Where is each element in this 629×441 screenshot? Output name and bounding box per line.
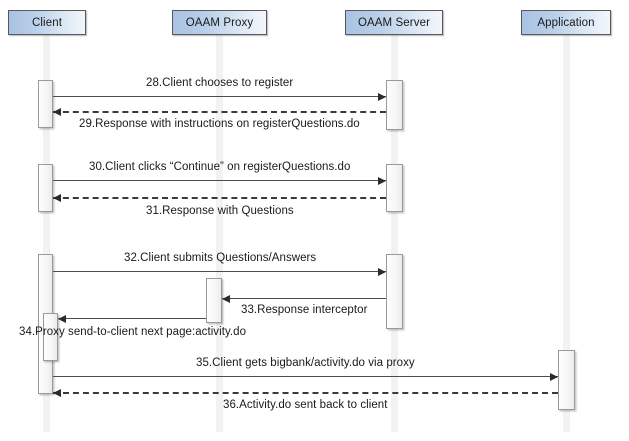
- activation-bar-client: [38, 80, 53, 128]
- message-label-29: 29.Response with instructions on registe…: [79, 118, 360, 130]
- arrowhead-29: [53, 108, 61, 116]
- message-line-32: [53, 271, 386, 272]
- message-line-30: [53, 180, 386, 181]
- activation-bar-oaam_server: [386, 164, 403, 212]
- message-line-29: [53, 111, 386, 113]
- participant-label-client: Client: [31, 16, 62, 29]
- participant-label-application: Application: [537, 16, 595, 29]
- message-line-31: [53, 197, 386, 199]
- participant-application[interactable]: Application: [521, 10, 611, 35]
- participant-oaam_proxy[interactable]: OAAM Proxy: [172, 10, 267, 35]
- arrowhead-30: [378, 177, 386, 185]
- arrowhead-31: [53, 194, 61, 202]
- message-label-31: 31.Response with Questions: [146, 205, 294, 217]
- arrowhead-33: [222, 295, 230, 303]
- activation-bar-client: [38, 164, 53, 212]
- lifeline-oaam_server: [391, 34, 398, 432]
- lifeline-oaam_proxy: [216, 34, 223, 432]
- participant-client[interactable]: Client: [8, 10, 86, 35]
- lifeline-application: [563, 34, 570, 432]
- participant-label-oaam_proxy: OAAM Proxy: [185, 16, 254, 29]
- arrowhead-36: [53, 389, 61, 397]
- arrowhead-28: [378, 93, 386, 101]
- participant-label-oaam_server: OAAM Server: [357, 16, 431, 29]
- activation-bar-client: [43, 313, 58, 361]
- activation-bar-application: [558, 350, 575, 410]
- arrowhead-32: [378, 268, 386, 276]
- participant-oaam_server[interactable]: OAAM Server: [345, 10, 443, 35]
- message-label-33: 33.Response interceptor: [241, 304, 368, 316]
- message-label-30: 30.Client clicks “Continue” on registerQ…: [89, 161, 351, 173]
- activation-bar-oaam_server: [386, 254, 403, 329]
- lifeline-client: [43, 34, 50, 432]
- message-line-35: [53, 376, 558, 377]
- message-label-36: 36.Activity.do sent back to client: [223, 399, 388, 411]
- arrowhead-35: [550, 373, 558, 381]
- message-label-35: 35.Client gets bigbank/activity.do via p…: [196, 357, 415, 369]
- message-label-32: 32.Client submits Questions/Answers: [124, 252, 317, 264]
- message-line-33: [222, 298, 386, 299]
- arrowhead-34: [58, 315, 66, 323]
- activation-bar-oaam_proxy: [206, 278, 222, 323]
- message-line-36: [53, 392, 558, 394]
- message-line-28: [53, 96, 386, 97]
- message-line-34: [58, 318, 206, 319]
- message-label-34: 34.Proxy send-to-client next page:activi…: [19, 326, 247, 338]
- activation-bar-oaam_server: [386, 80, 403, 130]
- message-label-28: 28.Client chooses to register: [146, 77, 294, 89]
